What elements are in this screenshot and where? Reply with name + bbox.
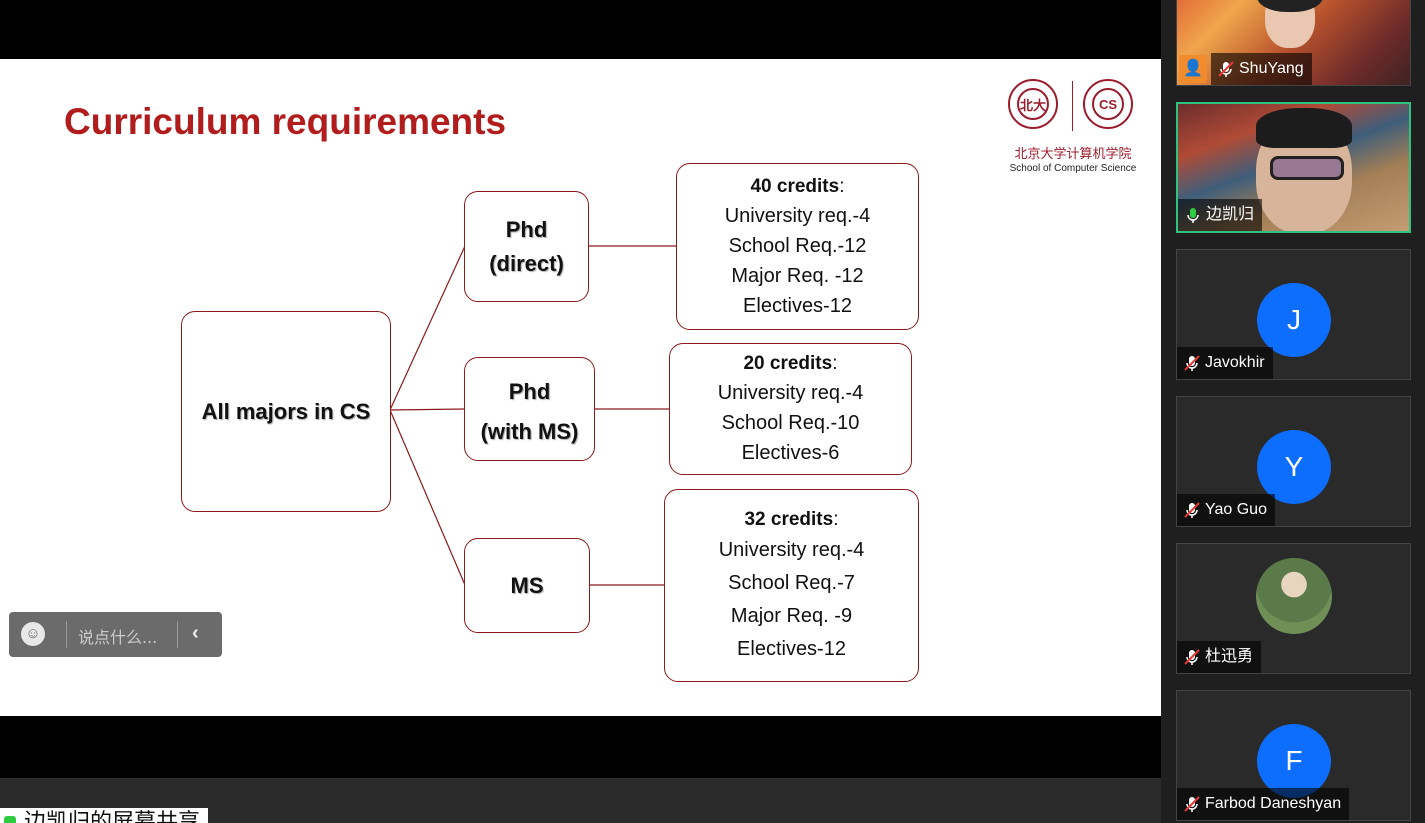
participant-nametag: Javokhir: [1177, 347, 1273, 379]
mic-muted-icon: [1183, 354, 1201, 372]
chat-divider: [177, 621, 178, 648]
program-label: Phd: [508, 379, 551, 404]
participants-panel: 👤 ShuYang 边凯归 J Javokhir Y: [1161, 0, 1425, 823]
pku-seal-icon: 北大: [1008, 79, 1058, 129]
diagram-connectors: [389, 245, 677, 586]
credits-heading: 32 credits:: [744, 508, 839, 530]
participant-avatar: Y: [1257, 430, 1331, 504]
mic-muted-icon: [1217, 60, 1235, 78]
participant-nametag: Farbod Daneshyan: [1177, 788, 1350, 820]
root-node: All majors in CS: [181, 311, 391, 512]
credits-line: School Req.-12: [728, 234, 867, 257]
participant-avatar: J: [1257, 283, 1331, 357]
slide-title: Curriculum requirements: [64, 101, 507, 142]
credits-line: School Req.-7: [728, 571, 855, 594]
mic-muted-icon: [1183, 795, 1201, 813]
cs-seal-icon: CS: [1083, 79, 1133, 129]
hair-shape: [1257, 0, 1323, 12]
mic-muted-icon: [1183, 501, 1201, 519]
participant-nametag: 杜迅勇: [1177, 641, 1262, 673]
participant-tile[interactable]: F Farbod Daneshyan: [1176, 690, 1411, 821]
credits-line: Electives-12: [743, 294, 852, 317]
credits-line: Electives-12: [737, 637, 846, 660]
program-node-phd-ms: Phd (with MS): [464, 357, 595, 461]
participant-avatar: F: [1257, 724, 1331, 798]
user-icon: 👤: [1179, 55, 1207, 83]
school-name-cn: 北京大学计算机学院: [1014, 147, 1132, 162]
chat-divider: [66, 621, 67, 648]
participant-tile[interactable]: 👤 ShuYang: [1176, 0, 1411, 86]
presentation-slide: Curriculum requirements 北大 CS 北京大学计算机学院 …: [0, 59, 1161, 716]
program-label: Phd: [505, 216, 548, 242]
credits-heading: 20 credits:: [743, 353, 838, 374]
participant-tile[interactable]: 杜迅勇: [1176, 543, 1411, 674]
participant-tile-active[interactable]: 边凯归: [1176, 102, 1411, 233]
program-label: (with MS): [480, 419, 579, 444]
credits-line: University req.-4: [724, 204, 871, 227]
chat-input[interactable]: 说点什么...: [78, 628, 158, 647]
root-label: All majors in CS: [201, 398, 371, 424]
participant-nametag: ShuYang: [1211, 53, 1312, 85]
chevron-left-icon[interactable]: ‹: [192, 622, 199, 644]
school-name-en: School of Computer Science: [1009, 163, 1137, 174]
pku-cs-logo: 北大 CS 北京大学计算机学院 School of Computer Scien…: [1005, 79, 1145, 179]
participant-tile[interactable]: Y Yao Guo: [1176, 396, 1411, 527]
participant-tile[interactable]: J Javokhir: [1176, 249, 1411, 380]
logo-divider: [1072, 81, 1073, 131]
credits-line: University req.-4: [717, 382, 864, 404]
smile-icon[interactable]: ☺: [21, 622, 45, 646]
credits-line: University req.-4: [718, 538, 865, 561]
connector-root-phd-direct: [389, 245, 466, 411]
connector-root-phd-ms: [389, 408, 466, 411]
share-indicator-icon: [4, 816, 16, 823]
credits-box-phd-ms: 20 credits: University req.-4 School Req…: [669, 343, 912, 475]
credits-heading: 40 credits:: [750, 175, 845, 197]
mic-muted-icon: [1183, 648, 1201, 666]
glasses-shape: [1270, 156, 1344, 180]
participant-name: ShuYang: [1239, 60, 1304, 77]
program-label: (direct): [489, 250, 564, 276]
participant-name: 杜迅勇: [1205, 648, 1254, 665]
participant-name: 边凯归: [1206, 206, 1255, 223]
credits-line: School Req.-10: [721, 412, 860, 434]
participant-photo-avatar: [1256, 558, 1332, 634]
credits-line: Major Req. -12: [731, 264, 864, 287]
program-node-ms: MS: [464, 538, 590, 633]
participant-name: Farbod Daneshyan: [1205, 795, 1342, 812]
participant-nametag: 边凯归: [1178, 199, 1263, 231]
mic-active-icon: [1184, 206, 1202, 224]
participant-name: Javokhir: [1205, 354, 1265, 371]
program-node-phd-direct: Phd (direct): [464, 191, 589, 302]
program-label: MS: [510, 572, 544, 598]
chat-input-bar[interactable]: ☺ 说点什么... ‹: [9, 612, 222, 657]
participant-nametag: Yao Guo: [1177, 494, 1275, 526]
credits-box-phd-direct: 40 credits: University req.-4 School Req…: [676, 163, 919, 330]
hair-shape: [1256, 108, 1352, 148]
credits-box-ms: 32 credits: University req.-4 School Req…: [664, 489, 919, 682]
participant-name: Yao Guo: [1205, 501, 1267, 518]
credits-line: Electives-6: [741, 442, 840, 464]
credits-line: Major Req. -9: [730, 604, 853, 627]
screen-share-label: 边凯归的屏幕共享: [0, 808, 209, 823]
connector-root-ms: [389, 409, 466, 586]
screen-share-area: Curriculum requirements 北大 CS 北京大学计算机学院 …: [0, 59, 1161, 823]
